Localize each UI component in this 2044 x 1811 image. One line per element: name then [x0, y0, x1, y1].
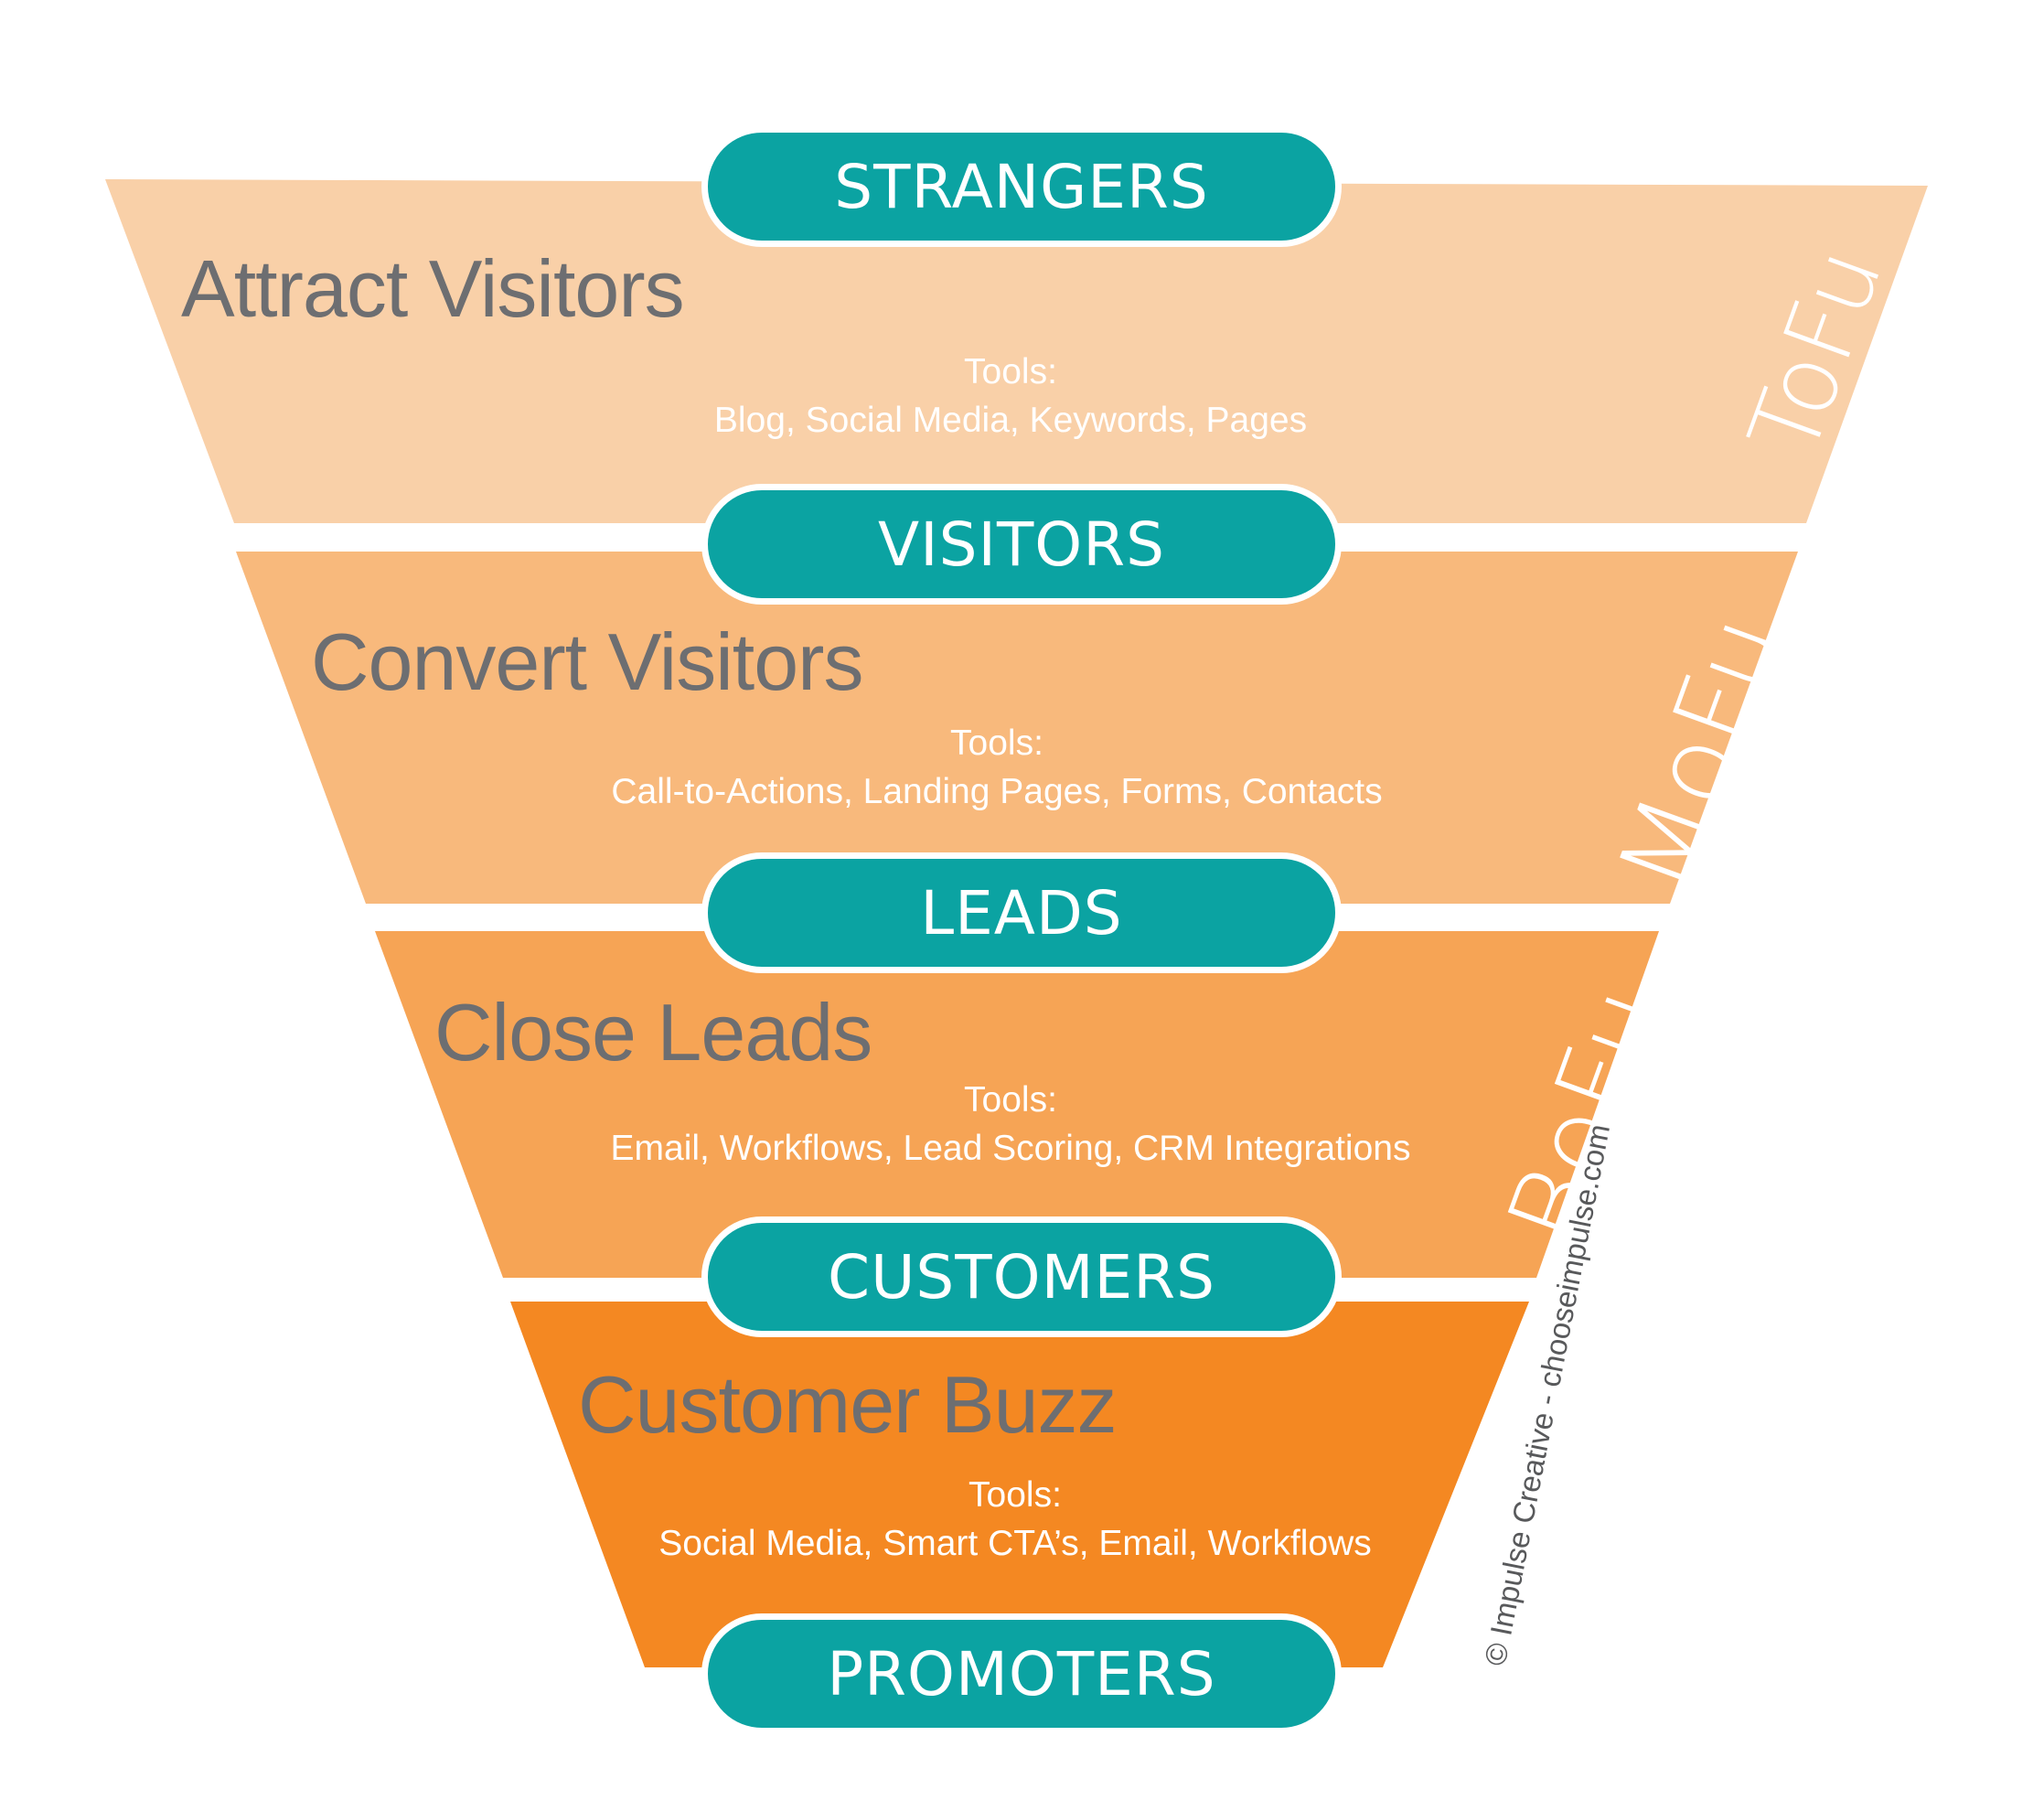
- audience-pill-strangers: STRANGERS: [701, 126, 1342, 247]
- tools-label: Tools:: [964, 352, 1057, 391]
- funnel-band-attract: [105, 179, 1928, 523]
- funnel-band-buzz: [510, 1302, 1529, 1667]
- funnel-band-close: [375, 931, 1659, 1278]
- audience-pill-leads: LEADS: [701, 852, 1342, 973]
- stage-title-buzz: Customer Buzz: [578, 1359, 1118, 1450]
- tools-list: Call-to-Actions, Landing Pages, Forms, C…: [611, 772, 1383, 811]
- tools-list: Social Media, Smart CTA’s, Email, Workfl…: [658, 1524, 1372, 1563]
- tools-block-attract: Tools: Blog, Social Media, Keywords, Pag…: [622, 348, 1399, 445]
- tools-list: Blog, Social Media, Keywords, Pages: [713, 401, 1308, 440]
- tools-label: Tools:: [964, 1080, 1057, 1120]
- tools-list: Email, Workflows, Lead Scoring, CRM Inte…: [610, 1129, 1411, 1168]
- funnel-band-convert: [236, 552, 1798, 904]
- stage-title-close: Close Leads: [434, 987, 872, 1077]
- tools-block-buzz: Tools: Social Media, Smart CTA’s, Email,…: [576, 1471, 1454, 1568]
- tools-block-convert: Tools: Call-to-Actions, Landing Pages, F…: [512, 719, 1482, 816]
- stage-title-convert: Convert Visitors: [311, 616, 863, 707]
- tools-label: Tools:: [950, 723, 1043, 763]
- stage-title-attract: Attract Visitors: [181, 243, 685, 334]
- tools-block-close: Tools: Email, Workflows, Lead Scoring, C…: [508, 1076, 1514, 1173]
- audience-pill-promoters: PROMOTERS: [701, 1613, 1342, 1734]
- audience-pill-customers: CUSTOMERS: [701, 1216, 1342, 1337]
- audience-pill-visitors: VISITORS: [701, 484, 1342, 605]
- tools-label: Tools:: [968, 1475, 1062, 1515]
